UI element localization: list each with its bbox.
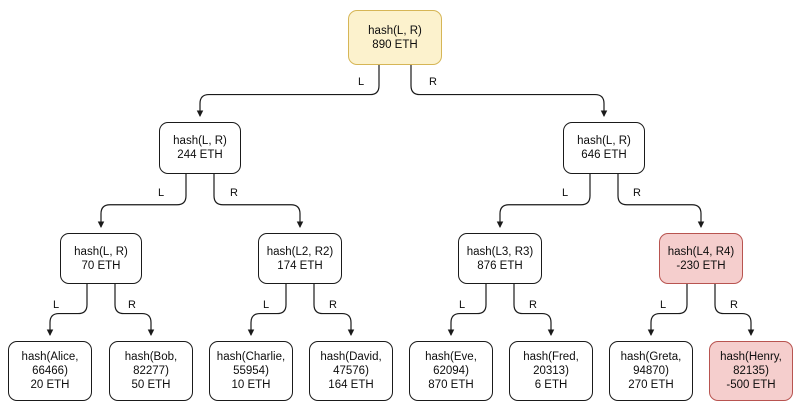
tree-node-line: -230 ETH	[676, 259, 726, 272]
tree-node-line: 82135)	[733, 365, 769, 377]
edge-label-r-leaf-david: R	[328, 299, 338, 311]
tree-node-line: hash(David,	[320, 351, 382, 363]
tree-edge-n-rr-to-leaf-greta	[647, 284, 688, 336]
tree-node-line: hash(L4, R4)	[667, 245, 735, 258]
tree-node-leaf-david[interactable]: hash(David, 47576) 164 ETH	[309, 341, 393, 401]
tree-node-line: 890 ETH	[372, 38, 418, 51]
edge-label-r-n-r: R	[428, 76, 438, 88]
tree-edge-n-r-to-n-rr	[617, 174, 705, 228]
tree-node-line: 82277)	[133, 365, 169, 377]
tree-node-line: 94870)	[633, 365, 669, 377]
tree-node-line: hash(Henry,	[720, 351, 782, 363]
edge-label-r-leaf-bob: R	[127, 299, 137, 311]
tree-edge-n-lr-to-leaf-charlie	[247, 284, 287, 336]
tree-node-line: hash(Charlie,	[216, 351, 286, 363]
tree-node-line: 6 ETH	[534, 379, 568, 391]
tree-node-line: hash(Bob,	[124, 351, 178, 363]
tree-node-leaf-henry[interactable]: hash(Henry, 82135) -500 ETH	[709, 341, 793, 401]
tree-node-n-ll[interactable]: hash(L, R)70 ETH	[60, 233, 142, 284]
tree-edge-n-l-to-n-lr	[213, 174, 304, 228]
tree-node-line: 270 ETH	[628, 379, 674, 391]
edge-label-r-leaf-fred: R	[528, 299, 538, 311]
tree-node-line: hash(L, R)	[173, 135, 227, 147]
tree-node-line: 20313)	[533, 365, 569, 377]
edge-label-l-leaf-alice: L	[52, 299, 61, 311]
tree-node-line: 174 ETH	[277, 259, 323, 272]
tree-node-line: 10 ETH	[231, 379, 271, 391]
tree-node-n-l[interactable]: hash(L, R) 244 ETH	[159, 122, 241, 174]
edge-label-r-n-rr: R	[632, 187, 642, 199]
tree-node-line: 55954)	[233, 365, 269, 377]
tree-edge-n-l-to-n-ll	[97, 174, 187, 228]
tree-edge-n-rl-to-leaf-eve	[447, 284, 487, 336]
tree-node-root[interactable]: hash(L, R)890 ETH	[348, 10, 442, 65]
tree-node-n-lr[interactable]: hash(L2, R2)174 ETH	[258, 233, 342, 284]
tree-edge-n-ll-to-leaf-bob	[114, 284, 155, 336]
tree-node-line: -500 ETH	[726, 379, 776, 391]
tree-node-line: hash(Eve,	[425, 351, 477, 363]
tree-node-line: hash(L3, R3)	[466, 245, 534, 258]
edge-label-l-n-ll: L	[157, 187, 166, 199]
tree-node-leaf-fred[interactable]: hash(Fred, 20313) 6 ETH	[509, 341, 593, 401]
tree-edge-root-to-n-r	[410, 65, 608, 117]
tree-node-n-rr[interactable]: hash(L4, R4)-230 ETH	[659, 233, 743, 284]
edge-label-l-leaf-charlie: L	[262, 299, 271, 311]
tree-node-line: 62094)	[433, 365, 469, 377]
tree-edge-n-rl-to-leaf-fred	[513, 284, 555, 336]
tree-node-line: 646 ETH	[581, 149, 627, 161]
tree-node-leaf-greta[interactable]: hash(Greta, 94870) 270 ETH	[609, 341, 693, 401]
tree-node-line: hash(L, R)	[368, 24, 422, 37]
tree-node-line: 876 ETH	[477, 259, 523, 272]
tree-node-line: 66466)	[32, 365, 68, 377]
edge-label-l-leaf-eve: L	[458, 299, 467, 311]
tree-node-line: 20 ETH	[30, 379, 70, 391]
tree-node-leaf-eve[interactable]: hash(Eve, 62094) 870 ETH	[409, 341, 493, 401]
tree-node-line: hash(L, R)	[74, 245, 128, 258]
edge-label-l-leaf-greta: L	[659, 299, 668, 311]
tree-node-line: 47576)	[333, 365, 369, 377]
tree-node-line: 70 ETH	[81, 259, 121, 272]
tree-node-leaf-bob[interactable]: hash(Bob, 82277) 50 ETH	[109, 341, 193, 401]
tree-edge-root-to-n-l	[196, 65, 380, 117]
tree-node-leaf-alice[interactable]: hash(Alice, 66466) 20 ETH	[8, 341, 92, 401]
tree-edge-n-r-to-n-rl	[496, 174, 591, 228]
tree-node-n-r[interactable]: hash(L, R) 646 ETH	[563, 122, 645, 174]
tree-node-leaf-charlie[interactable]: hash(Charlie, 55954) 10 ETH	[209, 341, 293, 401]
tree-node-line: hash(L, R)	[577, 135, 631, 147]
tree-node-line: hash(L2, R2)	[266, 245, 334, 258]
tree-edge-n-ll-to-leaf-alice	[46, 284, 88, 336]
tree-node-n-rl[interactable]: hash(L3, R3)876 ETH	[458, 233, 542, 284]
tree-node-line: 244 ETH	[177, 149, 223, 161]
tree-edge-n-lr-to-leaf-david	[313, 284, 355, 336]
edge-label-l-n-rl: L	[561, 187, 570, 199]
tree-node-line: hash(Alice,	[21, 351, 79, 363]
tree-node-line: 870 ETH	[428, 379, 474, 391]
edge-label-r-n-lr: R	[229, 187, 239, 199]
tree-node-line: 50 ETH	[131, 379, 171, 391]
edge-label-l-n-l: L	[357, 76, 366, 88]
tree-node-line: hash(Greta,	[620, 351, 682, 363]
edge-label-r-leaf-henry: R	[729, 299, 739, 311]
tree-edge-n-rr-to-leaf-henry	[714, 284, 755, 336]
tree-node-line: 164 ETH	[328, 379, 374, 391]
tree-node-line: hash(Fred,	[523, 351, 579, 363]
